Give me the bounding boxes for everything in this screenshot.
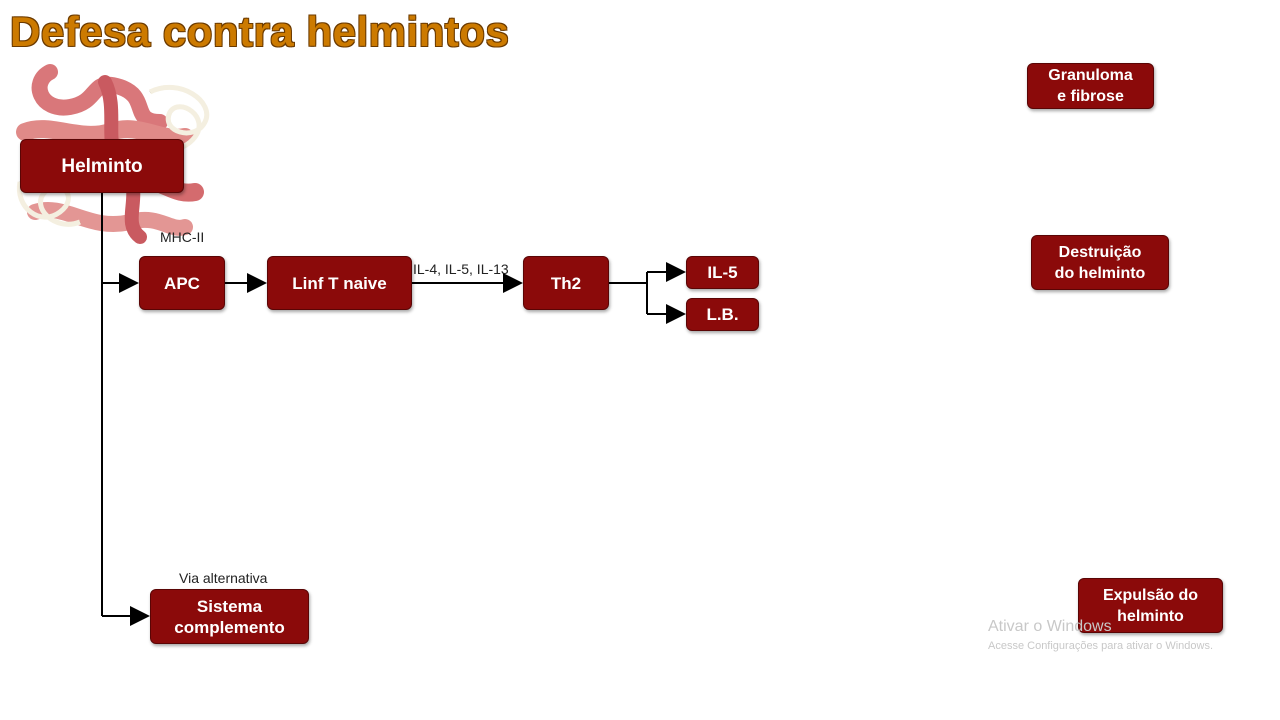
- node-apc: APC: [139, 256, 225, 310]
- label-mhc: MHC-II: [160, 229, 205, 245]
- page-title: Defesa contra helmintos: [10, 8, 510, 55]
- node-il5: IL-5: [686, 256, 759, 289]
- node-lb: L.B.: [686, 298, 759, 331]
- node-expulsao: Expulsão do helminto: [1078, 578, 1223, 633]
- node-destruicao: Destruição do helminto: [1031, 235, 1169, 290]
- node-sistema-complemento: Sistema complemento: [150, 589, 309, 644]
- label-cytokines: IL-4, IL-5, IL-13: [413, 261, 509, 277]
- node-th2: Th2: [523, 256, 609, 310]
- node-linf-t-naive: Linf T naive: [267, 256, 412, 310]
- watermark-title: Ativar o Windows: [988, 618, 1112, 635]
- label-via-alternativa: Via alternativa: [179, 570, 268, 586]
- node-helminto: Helminto: [20, 139, 184, 193]
- node-granuloma: Granuloma e fibrose: [1027, 63, 1154, 109]
- watermark-subtitle: Acesse Configurações para ativar o Windo…: [988, 640, 1213, 652]
